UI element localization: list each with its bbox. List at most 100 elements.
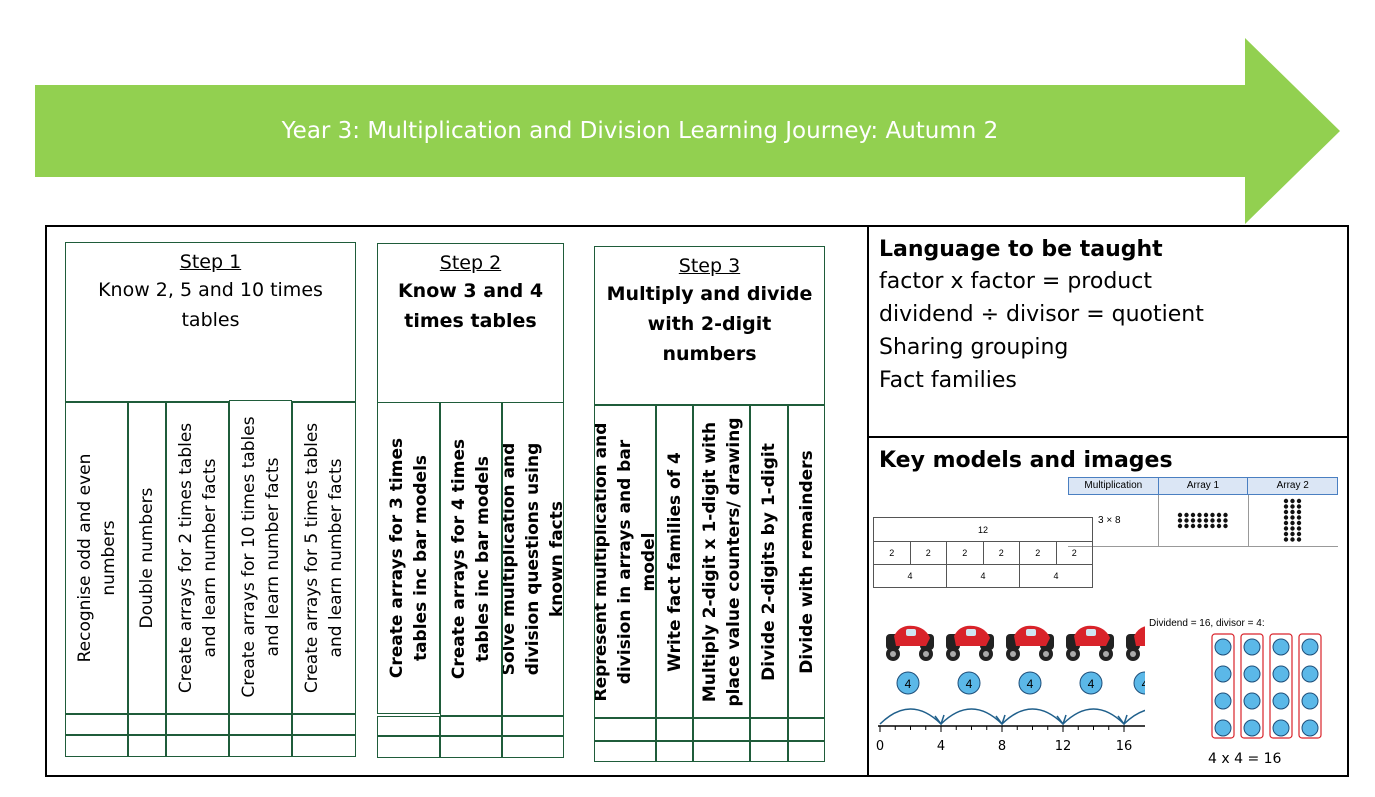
step-2-title: Step 2	[439, 252, 502, 274]
language-line: factor x factor = product	[879, 269, 1152, 294]
array-dot	[1184, 512, 1189, 518]
check-cell	[128, 735, 166, 757]
array-dot	[1283, 498, 1289, 504]
language-line: Sharing grouping	[879, 335, 1069, 360]
group-box	[1298, 633, 1322, 739]
tick-label: 12	[1055, 739, 1072, 754]
array-dot	[1283, 504, 1289, 509]
step-3-objective-2: Write fact families of 4	[656, 405, 693, 718]
check-cell	[594, 741, 656, 762]
check-cell	[693, 718, 750, 741]
check-cell	[65, 735, 128, 757]
step-3-objective-4: Divide 2-digits by 1-digit	[750, 405, 788, 718]
array-dot	[1296, 498, 1302, 504]
check-cell	[656, 718, 693, 741]
array-dot	[1283, 509, 1289, 515]
array-dot	[1223, 523, 1228, 529]
counter-icon	[1243, 638, 1261, 656]
array-table-header: Array 1	[1159, 478, 1249, 494]
array-dot	[1290, 537, 1295, 542]
bar-model-part: 4	[1019, 564, 1093, 588]
models-heading: Key models and images	[879, 448, 1173, 473]
array-row-label: 3 × 8	[1098, 515, 1121, 526]
check-cell	[229, 735, 292, 757]
counter-icon	[1214, 692, 1232, 710]
language-line: dividend ÷ divisor = quotient	[879, 302, 1204, 327]
array-dot	[1296, 515, 1302, 520]
jump-arc	[879, 708, 942, 725]
step-1-header: Step 1 Know 2, 5 and 10 times tables	[65, 242, 356, 402]
step-3-header: Step 3 Multiply and divide with 2-digit …	[594, 246, 825, 405]
step-1-objective-5: Create arrays for 5 times tables and lea…	[292, 402, 356, 714]
array-dot	[1184, 518, 1189, 523]
counter-icon	[1301, 665, 1319, 683]
step-3-objective-5: Divide with remainders	[788, 405, 825, 718]
array-dot	[1210, 518, 1215, 523]
check-cell	[788, 741, 825, 762]
bar-model-part: 2	[1019, 541, 1057, 565]
banner-arrow	[35, 38, 1340, 224]
check-cell	[377, 736, 440, 758]
bar-model-part: 2	[982, 541, 1020, 565]
jump-arc	[1062, 708, 1125, 725]
step-2-objective-2: Create arrays for 4 times tables inc bar…	[440, 402, 502, 716]
array-2-dots	[1283, 498, 1302, 542]
array-dot	[1290, 515, 1295, 520]
jump-arc	[1123, 709, 1145, 725]
step-2-description: Know 3 and 4 times tables	[397, 280, 544, 332]
counter-icon	[1243, 665, 1261, 683]
check-cell	[166, 714, 229, 735]
counter-label: 4	[1142, 677, 1145, 691]
array-dot	[1223, 518, 1228, 523]
language-heading: Language to be taught	[879, 237, 1163, 262]
array-dot	[1283, 531, 1289, 537]
check-cell	[166, 735, 229, 757]
jump-arc	[1001, 708, 1064, 725]
tick-label: 4	[937, 739, 945, 754]
step-3-objective-1: Represent multiplication and division in…	[594, 405, 656, 718]
array-table-header: Multiplication	[1069, 478, 1159, 494]
counter-icon	[957, 671, 981, 695]
tick-label: 16	[1116, 739, 1133, 754]
tick-label: 8	[998, 739, 1006, 754]
bar-model-part: 2	[946, 541, 984, 565]
counter-icon	[1272, 692, 1290, 710]
bar-model-part: 4	[873, 564, 947, 588]
group-box	[1269, 633, 1293, 739]
counter-icon	[1301, 638, 1319, 656]
divider-vertical	[867, 225, 869, 777]
array-dot	[1296, 520, 1302, 526]
array-dot	[1177, 523, 1183, 529]
step-1-objective-4: Create arrays for 10 times tables and le…	[229, 400, 292, 714]
group-box	[1240, 633, 1264, 739]
divider-horizontal	[867, 436, 1349, 438]
step-2-objective-3: Solve multiplication and division questi…	[502, 402, 564, 716]
check-cell	[128, 714, 166, 735]
division-groups	[1211, 633, 1322, 739]
counter-icon	[1272, 719, 1290, 737]
array-dot	[1290, 520, 1295, 526]
bar-model-part: 2	[909, 541, 947, 565]
check-cell	[440, 736, 502, 758]
array-dot	[1283, 537, 1289, 542]
step-1-objective-1: Recognise odd and even numbers	[65, 402, 128, 714]
car-icon	[1126, 625, 1145, 661]
step-1-objective-3: Create arrays for 2 times tables and lea…	[166, 402, 229, 714]
array-table: Multiplication Array 1 Array 2 3 × 8	[1068, 477, 1338, 547]
bar-model: 12 2 2 2 2 2 2 4 4 4	[873, 517, 1093, 588]
array-dot	[1296, 509, 1302, 515]
array-dot	[1223, 512, 1228, 518]
array-dot	[1216, 518, 1222, 523]
check-cell	[788, 718, 825, 741]
array-dot	[1296, 531, 1302, 537]
counter-icon	[1214, 665, 1232, 683]
array-dot	[1197, 518, 1202, 523]
array-dot	[1210, 523, 1215, 529]
counter-icon	[1133, 671, 1145, 695]
check-cell	[656, 741, 693, 762]
array-table-header: Array 2	[1276, 480, 1309, 491]
counter-icon	[1243, 719, 1261, 737]
division-equation: 4 x 4 = 16	[1208, 751, 1282, 767]
bar-model-total: 12	[873, 517, 1093, 542]
check-cell	[440, 716, 502, 736]
